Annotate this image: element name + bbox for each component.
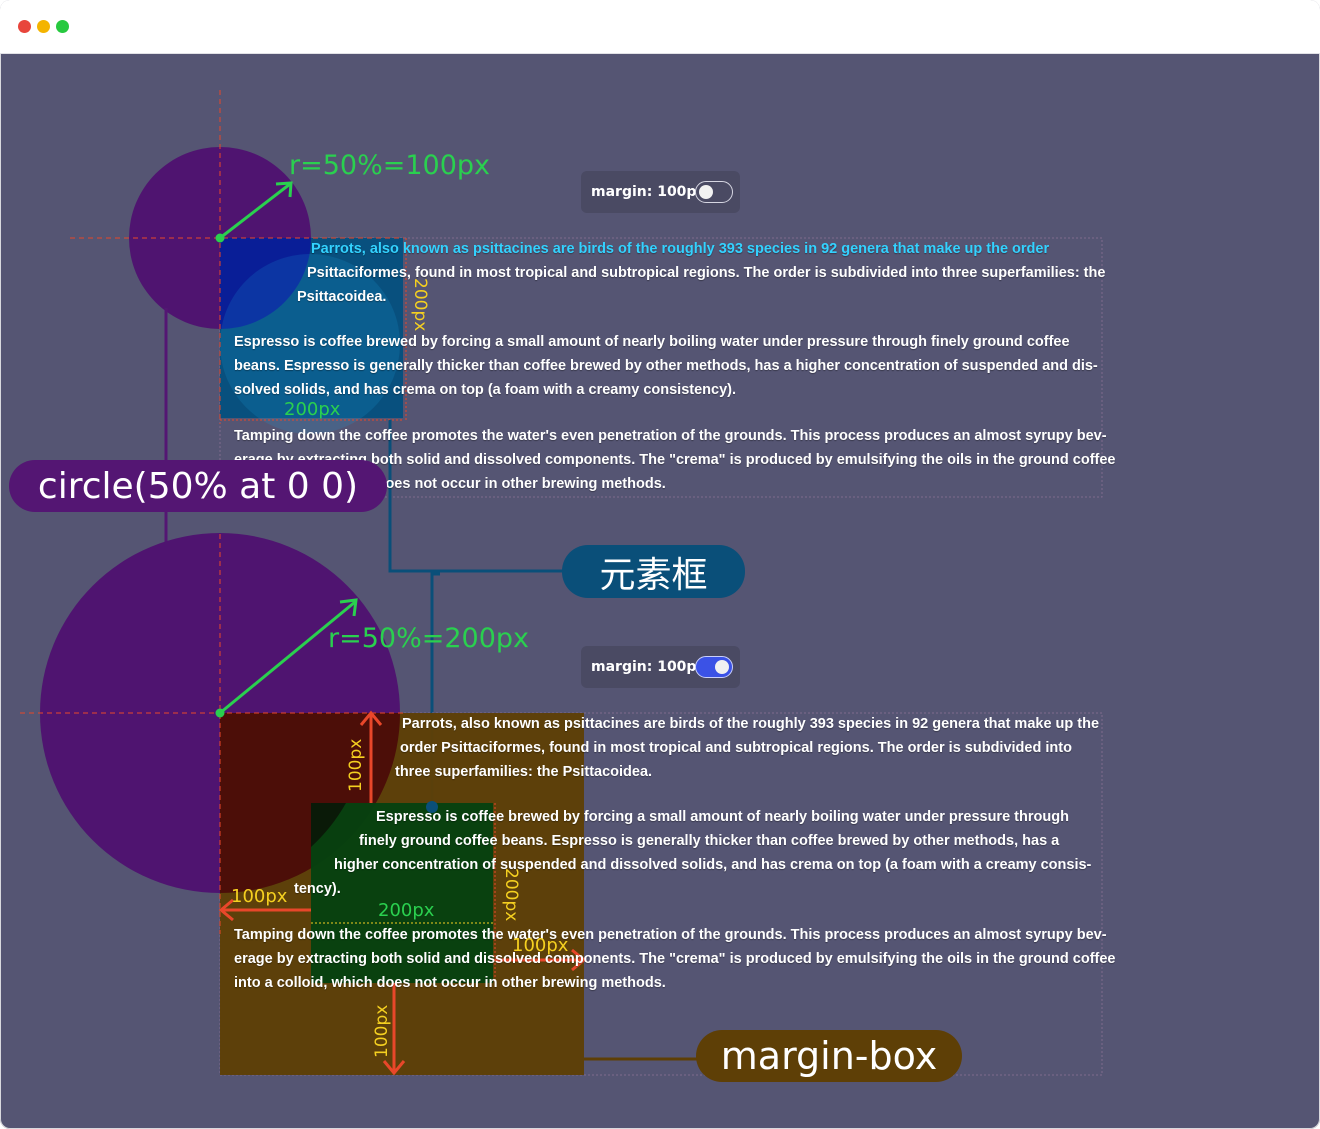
element-box-connector-top — [388, 420, 566, 573]
top-box-width-label: 200px — [284, 399, 341, 420]
bottom-paragraph-espresso: Espresso is coffee brewed by forcing a s… — [294, 805, 1091, 901]
bottom-radius-label: r=50%=200px — [328, 623, 530, 654]
margin-toggle-top[interactable]: margin: 100px — [581, 171, 740, 213]
text-line: into a colloid, which does not occur in … — [234, 975, 666, 991]
text-line: tency). — [294, 881, 341, 897]
minimize-window-button[interactable] — [37, 20, 50, 33]
bottom-text-container-outline — [219, 712, 1103, 1076]
title-bar — [0, 0, 1320, 54]
text-line: three superfamilies: the Psittacoidea. — [395, 764, 653, 780]
element-box-callout: 元素框 — [562, 545, 745, 598]
circle-function-callout: circle(50% at 0 0) — [9, 460, 387, 512]
margin-box-callout: margin-box — [696, 1030, 962, 1082]
bottom-box-width-label: 200px — [378, 900, 435, 921]
toggle-switch-off[interactable] — [695, 181, 733, 203]
top-paragraph-espresso: Espresso is coffee brewed by forcing a s… — [234, 330, 1098, 402]
bottom-box-height-label: 200px — [501, 868, 521, 922]
toggle-knob — [699, 185, 713, 199]
toggle-switch-on[interactable] — [695, 656, 733, 678]
top-shadow-circle — [220, 254, 400, 434]
text-line: Parrots, also known as psittacines are b… — [311, 241, 1050, 257]
top-radius-arrowhead — [275, 181, 293, 198]
margin-right-arrowhead — [571, 948, 587, 972]
text-line: erage by extracting both solid and disso… — [234, 452, 1116, 468]
demo-stage: margin: 100px margin: 100px Parrots, als… — [0, 54, 1320, 1129]
margin-bottom-arrowhead — [382, 1060, 406, 1076]
top-radius-arrow — [219, 182, 291, 240]
top-box-height-label: 200px — [410, 278, 430, 332]
margin-toggle-label: margin: 100px — [591, 659, 706, 675]
maximize-window-button[interactable] — [56, 20, 69, 33]
bottom-radius-arrow — [219, 600, 356, 715]
margin-toggle-bottom[interactable]: margin: 100px — [581, 646, 740, 688]
bottom-center-dot — [215, 708, 225, 718]
bottom-inner-overlap — [311, 803, 346, 847]
text-line: order Psittaciformes, found in most trop… — [400, 740, 1072, 756]
text-line: erage by extracting both solid and disso… — [234, 951, 1116, 967]
text-line: Tamping down the coffee promotes the wat… — [234, 428, 1107, 444]
bottom-element-box — [311, 803, 493, 983]
top-radius-label: r=50%=100px — [289, 150, 491, 181]
text-line: finely ground coffee beans. Espresso is … — [359, 833, 1060, 849]
top-overlap-region — [220, 238, 311, 329]
margin-left-label: 100px — [231, 886, 288, 907]
margin-bottom-label: 100px — [372, 1004, 392, 1058]
margin-top-label: 100px — [346, 738, 366, 792]
text-line: Espresso is coffee brewed by forcing a s… — [376, 809, 1069, 825]
text-line: solved solids, and has crema on top (a f… — [234, 382, 737, 398]
bottom-paragraph-tamping: Tamping down the coffee promotes the wat… — [234, 923, 1115, 995]
text-line: beans. Espresso is generally thicker tha… — [234, 358, 1098, 374]
text-line: higher concentration of suspended and di… — [334, 857, 1092, 873]
element-box-connector-dot — [426, 801, 438, 813]
top-center-dot — [215, 233, 225, 243]
text-line: Psittaciformes, found in most tropical a… — [307, 265, 1106, 281]
bottom-overlap-region — [220, 713, 400, 893]
bottom-radius-arrowhead — [339, 598, 358, 617]
text-line: Parrots, also known as psittacines are b… — [402, 716, 1100, 732]
text-line: Psittacoidea. — [297, 289, 387, 305]
top-paragraph-parrots: Parrots, also known as psittacines are b… — [297, 237, 1105, 309]
text-line: Espresso is coffee brewed by forcing a s… — [234, 334, 1070, 350]
margin-left-arrowhead — [218, 898, 234, 922]
margin-right-label: 100px — [512, 935, 569, 956]
shape-outside-graphics — [20, 90, 1103, 1076]
margin-toggle-label: margin: 100px — [591, 184, 706, 200]
margin-top-arrowhead — [359, 710, 383, 726]
bottom-paragraph-parrots: Parrots, also known as psittacines are b… — [395, 712, 1099, 784]
toggle-knob — [715, 660, 729, 674]
text-line: Tamping down the coffee promotes the wat… — [234, 927, 1107, 943]
close-window-button[interactable] — [18, 20, 31, 33]
top-paragraph-tamping: Tamping down the coffee promotes the wat… — [234, 424, 1115, 496]
